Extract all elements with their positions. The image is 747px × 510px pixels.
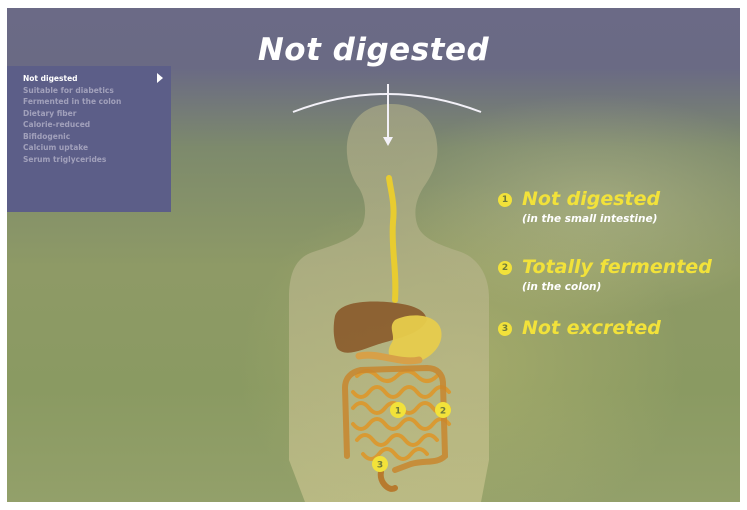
point-3: 3 Not excreted <box>498 317 661 339</box>
active-item-arrow-icon <box>157 73 163 83</box>
point-2-text: Totally fermented <box>522 256 712 278</box>
menu-item-fermented-in-colon[interactable]: Fermented in the colon <box>7 96 171 108</box>
menu-item-serum-triglycerides[interactable]: Serum triglycerides <box>7 154 171 166</box>
figure-marker-3: 3 <box>377 461 383 471</box>
menu-item-dietary-fiber[interactable]: Dietary fiber <box>7 108 171 120</box>
menu-item-suitable-for-diabetics[interactable]: Suitable for diabetics <box>7 85 171 97</box>
point-2-bullet: 2 <box>498 261 512 275</box>
point-1-text: Not digested <box>522 188 660 210</box>
figure-marker-1: 1 <box>395 407 401 417</box>
menu-item-calorie-reduced[interactable]: Calorie-reduced <box>7 119 171 131</box>
figure-marker-2: 2 <box>440 407 446 417</box>
page-title: Not digested <box>7 32 740 68</box>
presentation-screen: 1 2 3 Not digested Not digested Suitable… <box>7 8 740 502</box>
point-3-bullet: 3 <box>498 322 512 336</box>
menu-item-bifidogenic[interactable]: Bifidogenic <box>7 131 171 143</box>
point-1-subtext: (in the small intestine) <box>522 213 660 225</box>
point-3-text: Not excreted <box>522 317 661 339</box>
point-1: 1 Not digested (in the small intestine) <box>498 188 660 225</box>
menu-item-not-digested[interactable]: Not digested <box>7 73 171 85</box>
point-2-subtext: (in the colon) <box>522 281 712 293</box>
point-1-bullet: 1 <box>498 193 512 207</box>
point-2: 2 Totally fermented (in the colon) <box>498 256 712 293</box>
menu-item-calcium-uptake[interactable]: Calcium uptake <box>7 142 171 154</box>
topic-menu: Not digested Suitable for diabetics Ferm… <box>7 66 171 212</box>
